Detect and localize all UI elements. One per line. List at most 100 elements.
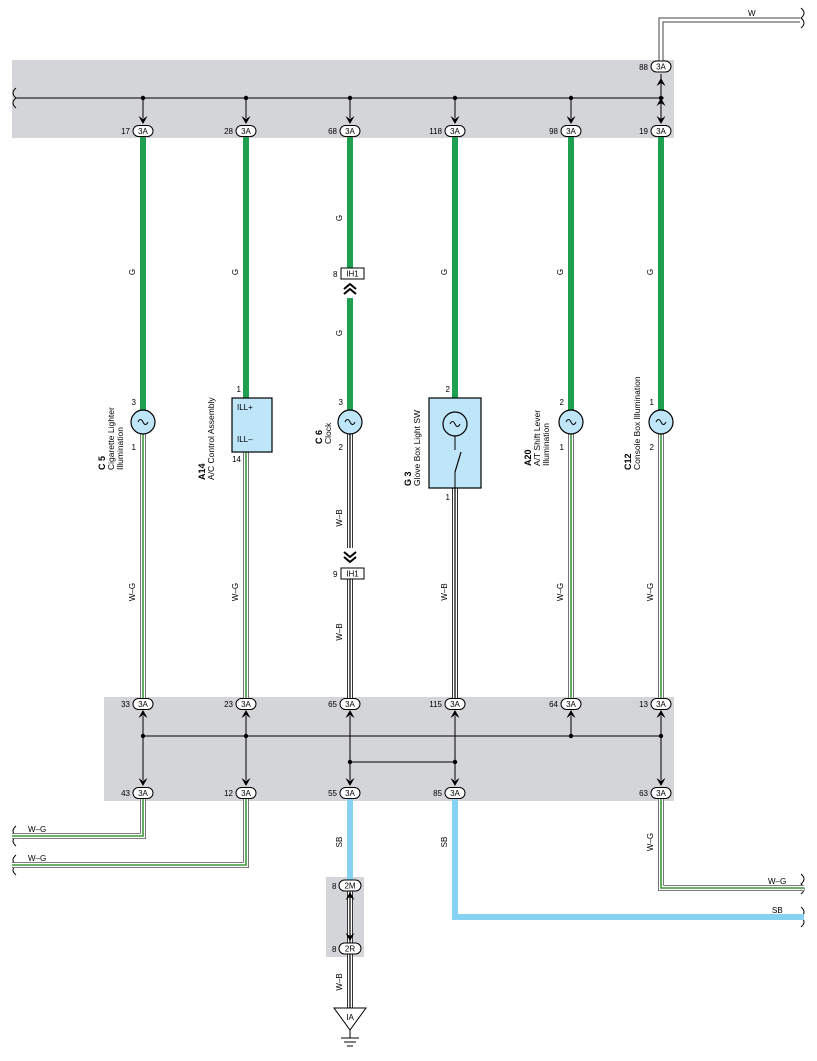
bottom-arrow-sb-right [450,778,460,786]
bottom-pin-left-lower-pin: 12 [224,789,233,798]
right-output-break-upper [800,873,805,895]
bottom-top-pin-a14-body [235,698,257,710]
component-label-c6: C 6 Clock [314,422,333,444]
bottom-top-pin-g3-pin: 115 [429,700,442,709]
top-pin-c5-body [132,125,154,137]
wire-label-g-c6-upper: G [335,215,344,221]
bottom-top-pin-g3-body [444,698,466,710]
ground-upper-arrow [345,892,355,900]
bottom-top-pin-c5-body [132,698,154,710]
output-wire-left-upper-stripe [12,793,144,837]
wire-label-g-c12: G [646,269,655,275]
wire-label-output-right-vertical: W–G [646,833,655,851]
top-pin-g3-label: 3A [450,127,460,136]
svg-text:9: 9 [333,570,338,579]
bottom-top-pin-a20-pin: 64 [549,700,558,709]
bottom-bus-junction-1 [243,733,249,739]
output-wire-left-lower-outline [12,793,249,868]
top-pin-g3-pin: 118 [429,127,442,136]
wire-label-output-right-horizontal: W–G [768,877,786,886]
bottom-arrow-right [656,778,666,786]
wire-label-return-g3: W–B [440,583,449,600]
top-arrow-g3 [450,116,460,124]
bottom-top-arrow-a14 [241,710,251,718]
lamp-c12-filament [655,419,667,425]
wire-label-ground: W–B [335,973,344,990]
clock-lower-connector: 9 IH1 [333,567,365,580]
bottom-top-arrow-g3 [450,710,460,718]
wire-label-g-a14: G [231,269,240,275]
top-pin-c12-pin: 19 [639,127,648,136]
wire-label-return-a14: W–G [231,583,240,601]
a14-terminal-ill-plus: ILL+ [237,403,253,412]
top-arrow-c6 [345,116,355,124]
clock-upper-chevron [343,282,357,295]
lamp-g3-filament [449,421,461,427]
top-pin-a20-body [560,125,582,137]
component-label-a20: A20 A/T Shift Lever Illumination [523,410,551,466]
svg-text:IH1: IH1 [346,570,359,579]
top-junction-block [12,60,674,138]
svg-text:Illumination: Illumination [115,427,125,470]
top-pin-a14-label: 3A [241,127,251,136]
output-wire-right-outline [658,793,804,891]
bottom-arrow-left-lower [241,778,251,786]
c12-pin-in: 1 [650,398,655,407]
wire-label-g-c5: G [128,269,137,275]
c5-pin-in: 3 [132,398,137,407]
component-label-g3: G 3 Glove Box Light SW [403,410,422,486]
top-pin-c12-body [650,125,672,137]
bottom-top-arrow-c5 [138,710,148,718]
bottom-top-pin-c6-pin: 65 [328,700,337,709]
wire-label-output-left-lower: W–G [28,854,46,863]
bottom-pin-left-upper-pin: 43 [121,789,130,798]
svg-text:Glove Box Light SW: Glove Box Light SW [412,410,422,486]
svg-text:C 6: C 6 [314,430,324,444]
bottom-pin-left-lower-body [235,787,257,799]
top-arrow-a14 [241,116,251,124]
bottom-top-pin-a14-label: 3A [241,700,251,709]
top-pin-g3-body [444,125,466,137]
lamp-a20-filament [565,419,577,425]
bottom-top-pin-c12-body [650,698,672,710]
lamp-a20 [558,409,584,435]
bottom-junction-block [104,697,674,801]
c6-pin-out: 2 [339,443,344,452]
lamp-c6-filament [344,419,356,425]
svg-text:88: 88 [639,63,648,72]
top-pin-c5-label: 3A [138,127,148,136]
bottom-sb-junction-left [347,759,353,765]
svg-text:A/C Control Assembly: A/C Control Assembly [206,397,216,480]
a20-pin-out: 1 [560,443,565,452]
wire-label-g-g3: G [440,269,449,275]
wire-label-output-left-upper: W–G [28,825,46,834]
top-pin-a14-pin: 28 [224,127,233,136]
svg-text:8: 8 [332,945,337,954]
bottom-bus-junction-2 [568,733,574,739]
bottom-top-pin-c12-label: 3A [656,700,666,709]
a14-box [231,397,273,453]
output-wire-sb-right [452,793,804,920]
top-feed-wire-outline [658,17,800,62]
top-feed-wire-label: W [748,9,756,18]
svg-text:Clock: Clock [323,422,333,444]
ground-lower-arrow [345,933,355,941]
a14-terminal-ill-minus: ILL– [237,435,253,444]
component-label-c5: C 5 Cigarette Lighter Illumination [97,407,125,470]
bottom-top-arrow-c6 [345,710,355,718]
lamp-c12 [648,409,674,435]
g3-switch-blade [454,451,462,473]
wire-label-return-c5: W–G [128,583,137,601]
bottom-pin-sb-right-pin: 85 [433,789,442,798]
ground-lower-connector: 2R 8 [332,942,362,955]
wire-label-output-sb-middle: SB [335,837,344,848]
